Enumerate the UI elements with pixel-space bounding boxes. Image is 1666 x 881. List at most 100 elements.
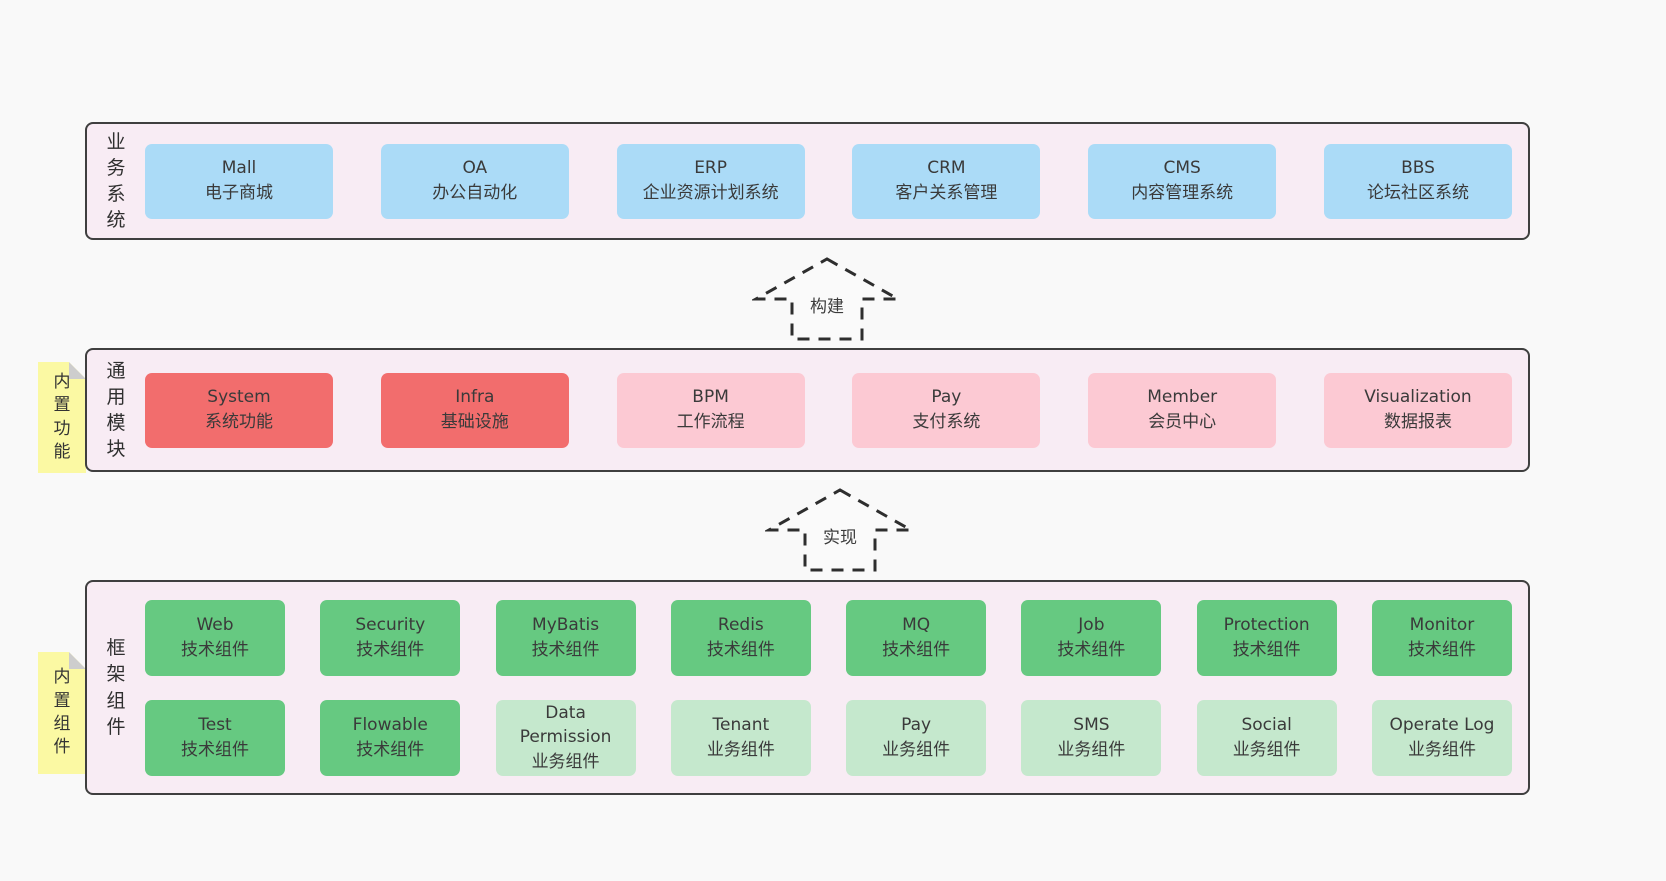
box-monitor-tech: Monitor 技术组件 [1371,599,1512,676]
build-arrow-label: 构建 [807,291,847,318]
box-subtitle: 客户关系管理 [895,183,998,203]
note-fold-corner [69,652,86,669]
build-arrow: 构建 [752,255,902,343]
sticky-note-builtin-components: 内 置 组 件 [38,652,86,774]
layer-business-label: 业 务 系 统 [106,130,126,232]
implement-arrow: 实现 [765,486,915,574]
layer-label-column: 通 用 模 块 [87,350,145,470]
box-subtitle: 办公自动化 [432,183,518,203]
box-erp: ERP 企业资源计划系统 [616,143,805,219]
box-cms: CMS 内容管理系统 [1088,143,1277,219]
box-visualization: Visualization 数据报表 [1323,372,1512,448]
box-mybatis-tech: MyBatis 技术组件 [495,599,636,676]
box-mall: Mall 电子商城 [145,143,333,219]
box-title: Flowable [352,714,428,735]
box-infra: Infra 基础设施 [380,372,569,448]
box-title: MyBatis [532,614,600,635]
box-subtitle: 支付系统 [912,412,981,432]
box-title: Protection [1223,614,1310,635]
box-pay-biz: Pay 业务组件 [846,699,987,776]
box-title: Infra [455,387,495,408]
box-subtitle: 技术组件 [181,639,249,660]
box-subtitle: 内容管理系统 [1131,183,1234,203]
box-subtitle: 技术组件 [356,739,425,760]
box-subtitle: 业务组件 [882,739,951,760]
box-mq-tech: MQ 技术组件 [846,599,987,676]
box-operate-log-biz: Operate Log 业务组件 [1371,699,1512,776]
box-title: Job [1078,614,1105,635]
box-oa: OA 办公自动化 [380,143,569,219]
layer-label-column: 业 务 系 统 [87,124,145,238]
box-subtitle: 技术组件 [181,739,249,760]
implement-arrow-label: 实现 [820,522,860,549]
box-crm: CRM 客户关系管理 [852,143,1041,219]
box-subtitle: 企业资源计划系统 [642,183,779,203]
box-title: BPM [692,387,729,408]
box-title: ERP [694,158,727,179]
box-sms-biz: SMS 业务组件 [1021,699,1162,776]
box-title: SMS [1073,714,1110,735]
box-title: Tenant [712,714,770,735]
box-subtitle: 电子商城 [205,183,273,203]
box-subtitle: 技术组件 [1232,639,1301,660]
box-web-tech: Web 技术组件 [145,599,285,676]
box-title: Visualization [1364,387,1472,408]
box-tenant-biz: Tenant 业务组件 [670,699,811,776]
box-subtitle: 数据报表 [1383,412,1452,432]
business-boxes-row: Mall 电子商城 OA 办公自动化 ERP 企业资源计划系统 CRM 客户关系… [145,124,1528,238]
box-title: CRM [927,158,966,179]
framework-boxes-grid: Web 技术组件 Security 技术组件 MyBatis 技术组件 Redi… [145,582,1528,793]
layer-business-systems: 业 务 系 统 Mall 电子商城 OA 办公自动化 ERP 企业资源计划系统 … [85,122,1530,240]
box-flowable-tech: Flowable 技术组件 [320,699,461,776]
box-title: Monitor [1409,614,1475,635]
layer-framework-label: 框 架 组 件 [106,637,126,738]
box-subtitle: 业务组件 [706,739,775,760]
box-subtitle: 技术组件 [531,639,600,660]
box-title: Mall [221,158,257,179]
box-subtitle: 论坛社区系统 [1366,183,1469,203]
layer-framework-components: 框 架 组 件 Web 技术组件 Security 技术组件 MyBatis 技… [85,580,1530,795]
box-title: Data Permission [519,702,612,748]
box-subtitle: 会员中心 [1148,412,1217,432]
box-social-biz: Social 业务组件 [1196,699,1337,776]
box-subtitle: 业务组件 [531,751,600,772]
box-title: CMS [1163,158,1201,179]
box-title: Social [1241,714,1292,735]
box-title: Member [1147,387,1218,408]
box-protection-tech: Protection 技术组件 [1196,599,1337,676]
box-title: BBS [1401,158,1435,179]
box-title: MQ [902,614,931,635]
box-title: OA [462,158,488,179]
box-title: System [207,387,271,408]
box-bpm: BPM 工作流程 [616,372,805,448]
box-subtitle: 技术组件 [356,639,425,660]
box-title: Test [198,714,232,735]
box-subtitle: 技术组件 [1057,639,1126,660]
box-subtitle: 业务组件 [1057,739,1126,760]
box-subtitle: 技术组件 [882,639,951,660]
box-title: Pay [931,387,962,408]
box-system: System 系统功能 [145,372,333,448]
box-title: Web [196,614,234,635]
box-data-permission-biz: Data Permission 业务组件 [495,699,636,776]
box-title: Security [355,614,426,635]
box-subtitle: 工作流程 [676,412,745,432]
box-redis-tech: Redis 技术组件 [670,599,811,676]
box-subtitle: 技术组件 [1407,639,1476,660]
box-title: Operate Log [1389,714,1495,735]
modules-boxes-row: System 系统功能 Infra 基础设施 BPM 工作流程 Pay 支付系统… [145,350,1528,470]
box-subtitle: 业务组件 [1407,739,1476,760]
note-fold-corner [69,362,86,379]
layer-label-column: 框 架 组 件 [87,582,145,793]
box-title: Pay [901,714,932,735]
box-bbs: BBS 论坛社区系统 [1323,143,1512,219]
box-test-tech: Test 技术组件 [145,699,285,776]
box-title: Redis [717,614,764,635]
box-subtitle: 业务组件 [1232,739,1301,760]
box-pay-module: Pay 支付系统 [852,372,1041,448]
note-builtin-features-label: 内 置 功 能 [53,371,71,462]
box-member: Member 会员中心 [1088,372,1277,448]
box-job-tech: Job 技术组件 [1021,599,1162,676]
box-subtitle: 基础设施 [440,412,509,432]
